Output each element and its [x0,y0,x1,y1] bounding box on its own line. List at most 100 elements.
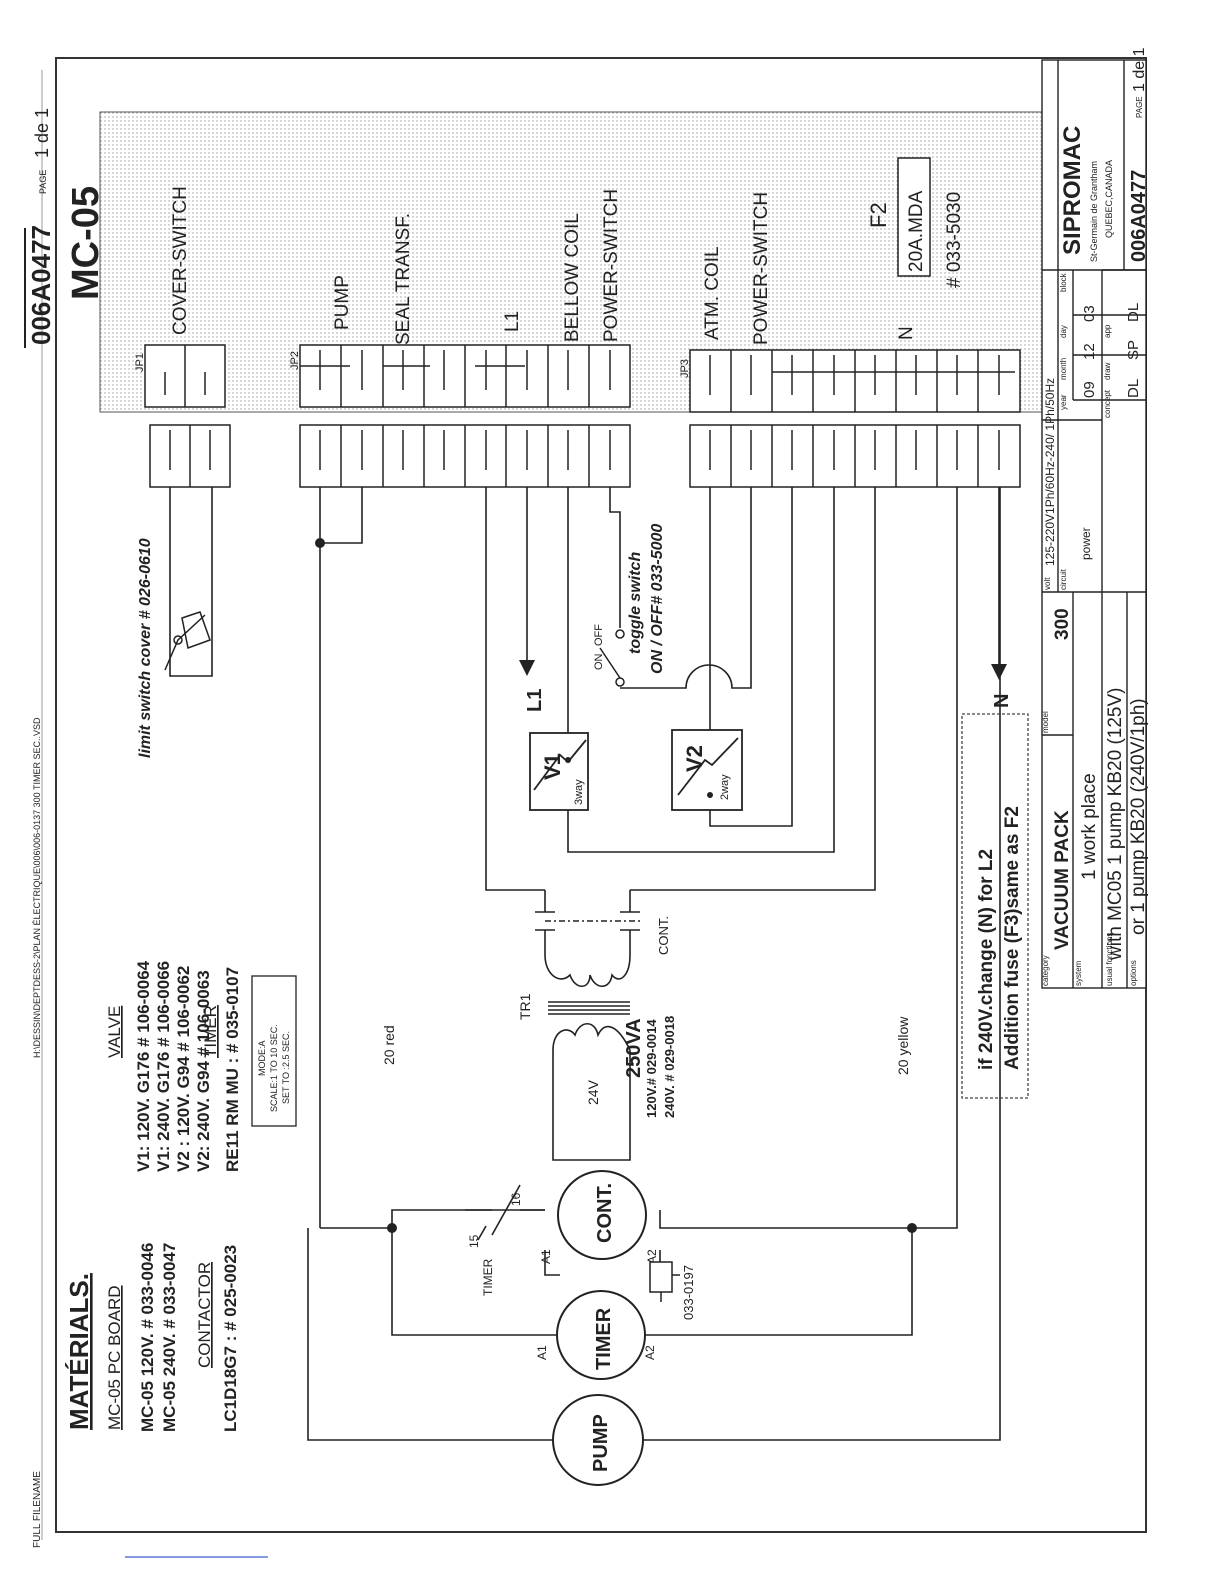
harness-jp1 [149,424,231,488]
pump-motor [552,1394,644,1486]
contactor-coil-label: CONT. [594,1183,616,1243]
fuse-rating-box [897,157,931,277]
tb-system-value: 1 work place [1079,773,1100,880]
note-line-1: if 240V.change (N) for L2 [976,849,997,1070]
note-box [961,713,1029,1099]
contactor-line: LC1D18G7 : # 025-0023 [221,1245,240,1432]
timer-scale: SCALE:1 TO 10 SEC. [269,1024,279,1112]
tb-day-label: day [1059,325,1068,338]
valve-line-2: V1: 240V. G176 # 106-0066 [154,961,173,1172]
valve-v1-label: V1 [540,753,565,780]
timer-pin-a1: A1 [535,1345,549,1360]
transformer-name: TR1 [517,993,533,1020]
tb-month-value: 12 [1081,343,1098,360]
jp3-label-power-switch: POWER-SWITCH [751,192,772,345]
materials-title: MATÉRIALS. [64,1273,94,1430]
arrow-n-label: N [991,694,1013,708]
tb-address-2: QUEBEC,CANADA [1104,160,1114,238]
fuse-name: F2 [866,202,891,228]
header-drawing-number: 006A0477 [26,225,56,345]
timer-settings-box [251,975,297,1127]
arrow-l1-label: L1 [524,689,546,712]
junction-neutral [907,1223,917,1233]
jp2-label-pump: PUMP [332,275,353,330]
toggle-title: toggle switch [627,552,644,654]
suppressor-part: 033-0197 [681,1265,696,1320]
pc-board-line-120: MC-05 120V. # 033-0046 [138,1243,157,1432]
tb-year-value: 09 [1081,381,1098,398]
valve-v1 [529,732,589,811]
jp2-label-seal-transf: SEAL TRANSF. [393,213,414,345]
timer-contact [465,1184,545,1241]
toggle-switch-symbol [599,629,625,687]
suppressor [649,1261,673,1293]
full-filename-label: FULL FILENAME [32,1471,43,1548]
tb-usual-value: with MC05 1 pump KB20 (125V) [1105,688,1126,961]
timer-pin-15: 15 [467,1234,481,1248]
transformer-tr1 [548,1001,631,1051]
transformer-secondary: 24V [585,1079,601,1105]
tb-page-label: PAGE [1135,96,1144,118]
tb-options-label: options [1129,960,1138,986]
contactor-heading: CONTACTOR [195,1262,214,1368]
tb-draw-value: SP [1125,340,1142,360]
tb-app-label: app [1103,324,1112,338]
timer-pin-a2: A2 [643,1345,657,1360]
wire-red-label: 20 red [381,1025,397,1065]
tb-address-1: St-Germain de Grantham [1089,161,1099,262]
valve-v2-label: V2 [682,745,707,772]
limit-switch-label: limit switch cover # 026-0610 [137,538,154,758]
tb-draw-label: draw [1103,362,1112,380]
wiring [169,487,1007,1441]
valve-line-4: V2: 240V. G94 # 106-0063 [194,970,213,1172]
toggle-off: OFF [593,624,605,646]
tb-system-label: system [1074,960,1083,986]
timer-setting: SET TO :2.5 SEC. [281,1031,291,1104]
tb-category-value: VACUUM PACK [1052,810,1073,950]
tb-usual-label: usual fonctions [1105,933,1114,986]
tb-volt-label: volt [1043,577,1052,590]
valve-line-1: V1: 120V. G176 # 106-0064 [134,960,153,1172]
jp2-label-l1: L1 [502,311,523,332]
fuse-part: # 033-5030 [944,192,965,288]
tb-app-value: DL [1125,303,1142,322]
tb-company: SIPROMAC [1059,126,1086,255]
transformer-va: 250VA [623,1018,645,1078]
tb-model-value: 300 [1052,608,1073,640]
harness-jp3 [689,424,1021,488]
valve-line-3: V2 : 120V. G94 # 106-0062 [174,966,193,1172]
timer-line: RE11 RM MU : # 035-0107 [223,967,242,1172]
transformer-part-240: 240V. # 029-0018 [662,1016,677,1118]
jp1-name: JP1 [134,353,146,372]
tb-circuit-label: circuit [1059,568,1068,590]
timer-heading: TIMER [201,1005,220,1058]
jp3-label-n: N [896,326,917,340]
header-page-label: PAGE [38,170,48,194]
harness-jp2 [299,424,631,488]
valve-v2 [671,729,743,811]
tb-drawing-number: 006A0477 [1128,170,1150,262]
jp2-label-power-switch: POWER-SWITCH [601,189,622,342]
pump-label: PUMP [590,1414,612,1472]
cont-pin-a2: A2 [645,1249,659,1264]
tb-year-label: year [1059,394,1068,410]
jp2-label-bellow-coil: BELLOW COIL [562,213,583,342]
tb-circuit-value: power [1079,527,1093,560]
note-line-2: Addition fuse (F3)same as F2 [1002,806,1023,1070]
timer-coil [556,1290,646,1380]
title-block [1041,59,1147,989]
tb-model-label: model [1041,711,1050,733]
valve-v2-type: 2way [719,774,731,800]
tb-month-label: month [1059,358,1068,380]
tb-block-label: block [1059,272,1068,292]
timer-mode: MODE:A [257,1040,267,1076]
tb-concept-value: DL [1125,379,1142,398]
transformer-part-120: 120V.# 029-0014 [644,1019,659,1118]
valve-heading: VALVE [105,1006,124,1058]
timer-contact-label: TIMER [481,1258,495,1296]
jp3-name: JP3 [679,359,691,378]
toggle-part: ON / OFF# 033-5000 [649,524,666,674]
junction-left-bus [387,1223,397,1233]
tb-category-label: category [1041,955,1050,986]
